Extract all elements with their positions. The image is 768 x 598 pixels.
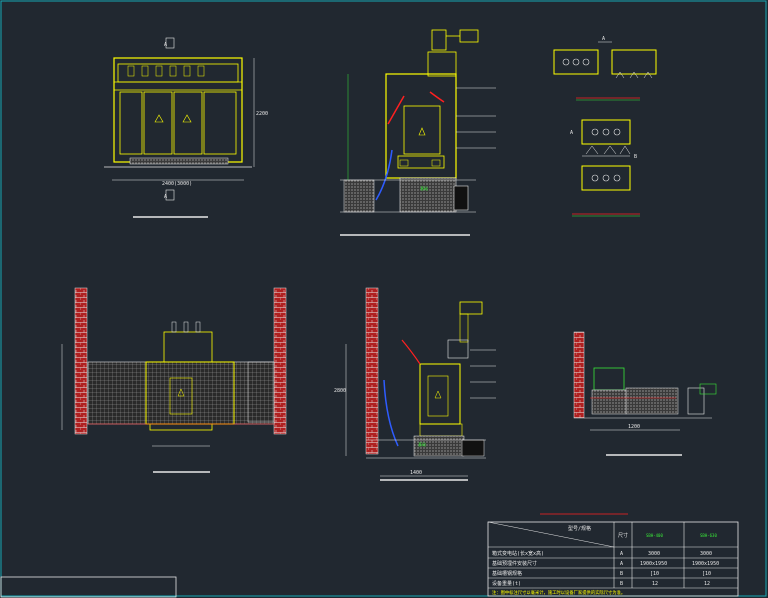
label-foundation: 基础 <box>420 185 428 191</box>
table-row-2-v1: 1900x1950 <box>640 561 667 567</box>
section-b-width-dim: 1400 <box>410 470 422 476</box>
section-mark-top: A <box>164 42 167 48</box>
table-col-1: 尺寸 <box>618 532 628 539</box>
table-row-3-v2: [10 <box>702 571 711 577</box>
table-row-2-code: A <box>620 561 623 567</box>
table-row-2-v2: 1900x1950 <box>692 561 719 567</box>
table-row-1-code: A <box>620 551 623 557</box>
table-row-4-v1: 12 <box>652 581 658 587</box>
table-row-4-desc: 设备重量(t) <box>492 580 521 587</box>
table-col-3: SBH-630 <box>700 533 717 538</box>
view-cable-detail: 1200 <box>573 331 717 456</box>
table-note: 注：图中标注尺寸以毫米计，施工时以设备厂家提供的实际尺寸为准。 <box>492 589 625 596</box>
view-front-elevation: A 2400(3000) 2200 A <box>104 37 268 218</box>
dim-a-top: A <box>602 36 605 42</box>
table-row-3-code: B <box>620 571 623 577</box>
view-side-elevation <box>61 287 287 473</box>
view-detail-plan: A B A <box>553 36 657 217</box>
table-row-1-v2: 3000 <box>700 551 712 557</box>
front-width-dim: 2400(3000) <box>162 181 192 187</box>
table-row-3-desc: 基础槽钢规格 <box>492 570 522 577</box>
table-row-1-v1: 3000 <box>648 551 660 557</box>
dim-a-side: A <box>570 130 573 136</box>
table-row-4-code: B <box>620 581 623 587</box>
table-row-2-desc: 基础预埋件安装尺寸 <box>492 560 537 567</box>
dim-b-side: B <box>634 154 637 160</box>
view-section-b: 2800 基础 1400 <box>334 287 496 481</box>
view-section-a: 基础 <box>340 29 496 236</box>
table-row-3-v1: [10 <box>650 571 659 577</box>
spec-table: 型号/规格 尺寸 SBH-400 SBH-630 箱式变电站(长x宽x高) A … <box>487 513 739 597</box>
front-height-dim: 2200 <box>256 111 268 117</box>
table-row-4-v2: 12 <box>704 581 710 587</box>
section-mark-bottom: A <box>164 194 167 200</box>
cable-width-dim: 1200 <box>628 424 640 430</box>
table-col-2: SBH-400 <box>646 533 663 538</box>
table-row-1-desc: 箱式变电站(长x宽x高) <box>492 550 544 557</box>
title-block <box>0 576 177 598</box>
section-b-height-dim: 2800 <box>334 388 346 394</box>
label-foundation-b: 基础 <box>418 441 426 447</box>
table-header-diag: 型号/规格 <box>568 525 591 532</box>
